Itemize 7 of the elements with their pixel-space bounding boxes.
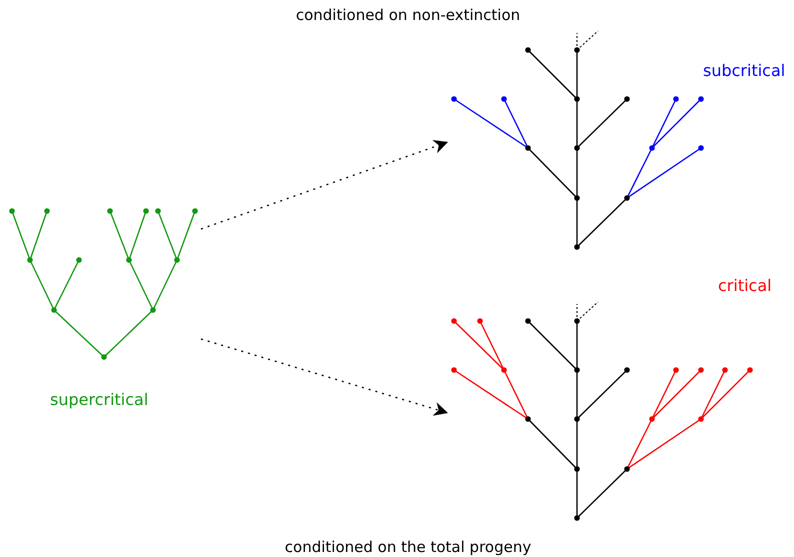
tree-caption: critical (718, 276, 772, 295)
tree-caption: subcritical (703, 61, 786, 80)
dotted-arrow (200, 338, 448, 416)
heading-text: conditioned on non-extinction (296, 6, 520, 24)
dotted-arrow (200, 140, 448, 230)
tree-caption: supercritical (50, 390, 148, 409)
heading-text: conditioned on the total progeny (284, 538, 532, 556)
